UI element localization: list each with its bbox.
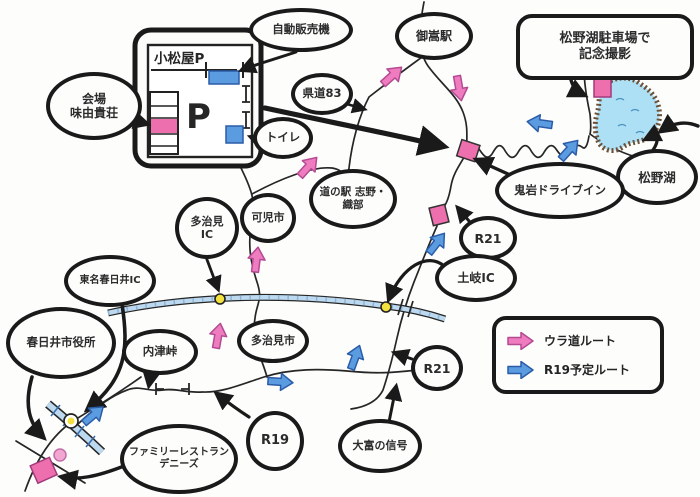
bubble-tomei-kasugai-ic: 東名春日井IC [64,255,156,307]
bubble-michinoeki: 道の駅 志野・織部 [309,169,397,229]
blue-route-arrow [557,139,579,163]
blue-arrow-icon [507,360,534,379]
bubble-oniiwa-drivein: 鬼岩ドライブイン [495,162,625,219]
venue-parking-map: 小松屋P P [132,27,264,169]
road-r19-horizontal [77,368,418,425]
bubble-kendo83: 県道83 [291,73,353,115]
arrow-tajimi-ic [204,255,222,293]
arrow-right-edge [656,113,700,134]
bubble-kani-city: 可児市 [240,193,296,243]
r19-route-arrows [81,114,579,427]
arrow-r19 [213,391,251,419]
road-kendo83 [345,37,451,187]
pink-route-arrow [379,66,403,88]
bubble-matsuno-photo: 松野湖駐車場で 記念撮影 [516,14,694,80]
legend-ura-route-label: ウラ道ルート [544,334,617,348]
place-markers [29,76,612,485]
legend-ura-route: ウラ道ルート [506,331,650,350]
toilet-marker [225,125,244,144]
bubble-utsutsu-pass: 内津峠 [122,329,198,375]
venue-title: 小松屋P [154,50,204,67]
arrow-oniiwa [472,157,510,176]
road-junction-to-michinoeki [440,153,467,211]
arrow-r21-upper [455,204,474,225]
bubble-kasugai-city-hall: 春日井市役所 [6,307,116,379]
pink-route-arrow [209,322,228,350]
pink-route-arrow [296,156,318,180]
arrow-toki-ic [385,259,446,304]
bubble-ootomi-signal: 大富の信号 [338,419,422,473]
arrow-utsutsu [142,369,162,390]
bubble-r21-lower: R21 [411,345,463,391]
parking-p-symbol: P [186,97,211,137]
legend-r19-route-label: R19予定ルート [544,363,630,377]
road-r21-diagonal [350,225,438,410]
bubble-matsuno-lake: 松野湖 [616,149,698,205]
lake-water-marks [615,97,645,134]
oniiwa-drivein-marker [455,138,481,163]
arrow-dennys [56,464,126,490]
bubble-tajimi-ic: 多治見 IC [175,197,239,259]
bottom-left-spot-marker [53,448,67,462]
pink-route-arrow [247,246,266,274]
kasugai-signal-dot [67,417,75,425]
blue-route-arrow [267,372,294,392]
bubble-vending-machine: 自動販売機 [249,8,353,52]
arrow-photo-spot [565,78,589,98]
blue-route-arrow [81,406,104,427]
ura-route-arrows [209,66,469,350]
arrow-matsuno-lake [641,123,664,152]
bubble-tajimi-city: 多治見市 [237,319,309,363]
route-legend: ウラ道ルート R19予定ルート [492,316,664,394]
lake-parking-marker [593,76,612,98]
legend-r19-route: R19予定ルート [506,360,650,379]
bubble-dennys: ファミリーレストラン デニーズ [120,424,238,494]
pink-arrow-icon [507,331,534,350]
bubble-venue-kaijo: 会場 味由貴荘 [46,72,142,140]
vending-machine-marker [208,70,240,85]
blue-route-arrow [346,344,365,371]
pink-route-arrow [450,74,469,102]
main-route-line [262,105,450,156]
tajimi-ic-dot [214,293,226,305]
michinoeki-marker [428,203,450,227]
venue-entrance-marker [151,119,177,133]
arrow-r21-lower [390,349,414,366]
bubble-toki-ic: 土岐IC [435,254,517,302]
blue-route-arrow [526,114,554,133]
dennys-marker [29,456,59,485]
arrow-city-hall [23,375,47,441]
blue-route-arrow [425,232,446,256]
road-chuo-expressway [107,293,447,323]
arrow-ootomi [384,382,403,424]
bubble-toilet: トイレ [253,117,313,159]
bubble-r19: R19 [246,411,304,471]
arrow-jihanki [237,50,298,74]
toki-ic-dot [380,301,392,313]
arrow-tomei-kasugai [83,302,127,413]
bubble-mitake-station: 御嵩駅 [395,12,473,60]
